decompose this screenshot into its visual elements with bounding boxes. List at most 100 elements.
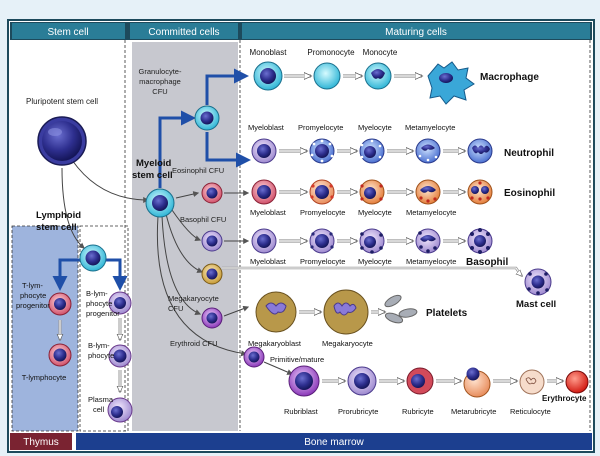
- erythroid-cfu-cell: [243, 346, 265, 368]
- b-prog-label-2: phocyte: [86, 299, 112, 308]
- t-lymphocyte-cell: [48, 343, 72, 367]
- mast-cfu-cell: [201, 263, 223, 285]
- myelocyte-e-cell: [359, 179, 385, 205]
- erythroid-cfu-label: Erythroid CFU: [170, 339, 218, 348]
- b-progenitor-cell: [108, 291, 132, 315]
- arrow-myeloid-to-gm-cfu: [158, 110, 196, 188]
- megakaryocyte-label: Megakaryocyte: [322, 339, 373, 348]
- plasma-label-1: Plasma: [88, 395, 114, 404]
- mega-cfu-label-1: Megakaryocyte: [168, 294, 219, 303]
- myelocyte-e-label: Myelocyte: [358, 208, 392, 217]
- thymus-footer: [10, 433, 72, 450]
- b-prog-label-3: progenitor: [86, 309, 120, 318]
- arrow-myeloid-to-baso: [171, 209, 202, 241]
- neutrophil-row-cells: [251, 138, 493, 164]
- myeloid-label-1: Myeloid: [136, 158, 172, 169]
- gm-cfu-cell: [194, 105, 220, 131]
- myeloblast-e-cell: [251, 179, 277, 205]
- rubricyte-label: Rubricyte: [402, 407, 434, 416]
- b-prog-label-1: B-lym-: [86, 289, 108, 298]
- basophil-label: Basophil: [466, 257, 508, 268]
- gm-cfu-label-3: CFU: [152, 87, 167, 96]
- rubriblast-label: Rubriblast: [284, 407, 319, 416]
- arrow-myeloid-to-eryth: [156, 215, 248, 357]
- arrow-myeloid-to-mega: [161, 215, 202, 315]
- prorubricyte-label: Prorubricyte: [338, 407, 378, 416]
- eosinophil-cell: [467, 179, 493, 205]
- t-prog-label-2: phocyte: [20, 291, 46, 300]
- rubricyte-cell: [406, 367, 434, 395]
- marrow-footer-label: Bone marrow: [304, 437, 364, 448]
- myelocyte-n-cell: [359, 138, 385, 164]
- pluripotent-label: Pluripotent stem cell: [26, 97, 98, 106]
- myeloblast-b-cell: [251, 228, 277, 254]
- promonocyte-label: Promonocyte: [307, 48, 355, 57]
- gm-cfu-label-2: macrophage: [139, 77, 181, 86]
- eosinophil-row-cells: [251, 179, 493, 205]
- promyelocyte-e-cell: [309, 179, 335, 205]
- arrow-lymphoid-to-t-prog: [52, 258, 82, 291]
- primitive-label: Primitive/mature: [270, 355, 324, 364]
- metamyelocyte-b-cell: [415, 228, 441, 254]
- plasma-cell: [107, 397, 133, 423]
- macrophage-cell: [427, 61, 475, 105]
- thymus-footer-label: Thymus: [23, 437, 59, 448]
- megakaryocyte-cfu-cell: [201, 307, 223, 329]
- promyelocyte-b-label: Promyelocyte: [300, 257, 345, 266]
- lymphoid-label-1: Lymphoid: [36, 210, 81, 221]
- thymus-panel-border: [11, 225, 79, 432]
- myeloblast-n-label: Myeloblast: [248, 123, 285, 132]
- lymphoid-panel-border: [79, 225, 129, 432]
- arrow-lymphoid-to-b-prog: [104, 258, 128, 291]
- monocyte-cell: [364, 62, 392, 90]
- gm-cfu-label-1: Granulocyte-: [139, 67, 182, 76]
- t-prog-label-1: T-lym-: [22, 281, 43, 290]
- b-lymphocyte-cell: [108, 344, 132, 368]
- monocyte-label: Monocyte: [363, 48, 398, 57]
- t-progenitor-cell: [48, 292, 72, 316]
- arrow-eryth-cfu-to-rubriblast: [263, 361, 294, 375]
- metarubricyte-label: Metarubricyte: [451, 407, 496, 416]
- myeloid-stem-cell: [145, 188, 175, 218]
- committed-section-title: Committed cells: [148, 27, 219, 38]
- myeloid-label-2: stem cell: [132, 170, 173, 181]
- thymus-panel: [12, 226, 78, 431]
- mega-cfu-label-2: CFU: [168, 304, 183, 313]
- erythrocyte-label: Erythrocyte: [542, 394, 587, 403]
- myeloblast-e-label: Myeloblast: [250, 208, 287, 217]
- arrow-myeloid-to-eos: [175, 191, 200, 199]
- macrophage-label: Macrophage: [480, 72, 539, 83]
- basophil-cfu-cell: [201, 230, 223, 252]
- eosinophil-cfu-label: Eosinophil CFU: [172, 166, 224, 175]
- neutrophil-cell: [467, 138, 493, 164]
- arrow-gm-to-myeloblast-n: [205, 132, 251, 168]
- maturing-section-title: Maturing cells: [385, 27, 447, 38]
- myelocyte-n-label: Myelocyte: [358, 123, 392, 132]
- metamyelocyte-b-label: Metamyelocyte: [406, 257, 456, 266]
- myelocyte-b-cell: [359, 228, 385, 254]
- eosinophil-cfu-cell: [201, 182, 223, 204]
- neutrophil-label: Neutrophil: [504, 148, 554, 159]
- metarubricyte-cell: [463, 367, 491, 398]
- eosinophil-label: Eosinophil: [504, 188, 555, 199]
- committed-section-header: [130, 23, 238, 39]
- stem-section-title: Stem cell: [47, 27, 88, 38]
- promonocyte-cell: [313, 62, 341, 90]
- erythrocyte-cell: [565, 370, 589, 394]
- myeloblast-n-cell: [251, 138, 277, 164]
- basophil-row-cells: [251, 228, 493, 254]
- lymphoid-stem-cell: [79, 244, 107, 272]
- megakaryocyte-cell: [323, 289, 369, 335]
- myelocyte-b-label: Myelocyte: [358, 257, 392, 266]
- monoblast-label: Monoblast: [250, 48, 288, 57]
- arrow-myeloid-to-mast: [165, 213, 204, 273]
- lymphoid-label-2: stem cell: [36, 222, 77, 233]
- prorubricyte-cell: [347, 366, 377, 396]
- arrow-pluripotent-to-lymphoid: [61, 167, 85, 249]
- mast-cell: [524, 268, 552, 296]
- t-prog-label-3: progenitor: [16, 301, 50, 310]
- basophil-cell: [467, 228, 493, 254]
- megakaryoblast-label: Megakaryoblast: [248, 339, 302, 348]
- platelets-label: Platelets: [426, 308, 468, 319]
